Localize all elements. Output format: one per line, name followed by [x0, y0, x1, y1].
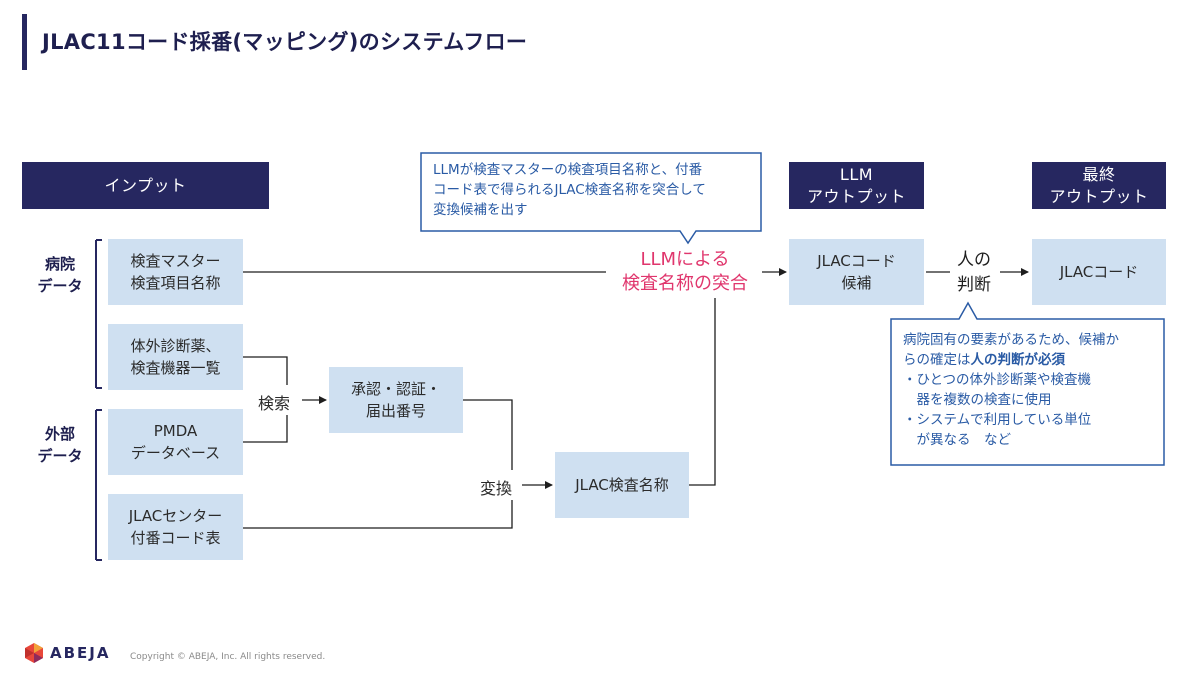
- pmda-to-search-line: [243, 415, 288, 443]
- label-convert: 変換: [480, 479, 513, 498]
- box-ivd-device-list: 体外診断薬、 検査機器一覧: [108, 324, 243, 390]
- header-final-output: 最終 アウトプット: [1032, 162, 1166, 209]
- copyright-text: Copyright © ABEJA, Inc. All rights reser…: [130, 652, 326, 662]
- ivd-to-search-line: [243, 356, 288, 385]
- abeja-logo: ABEJA: [24, 642, 110, 664]
- callout-right-bubble: [890, 301, 1165, 466]
- brand-name: ABEJA: [50, 644, 111, 662]
- box-jlac-code-candidate: JLACコード 候補: [789, 239, 924, 305]
- name-to-match-line: [689, 298, 716, 486]
- box-approval-number: 承認・認証・ 届出番号: [329, 367, 463, 433]
- callout-top-text: LLMが検査マスターの検査項目名称と、付番 コード表で得られるJLAC検査名称を…: [433, 162, 706, 218]
- group-label-hospital: 病院 データ: [37, 255, 83, 295]
- box-pmda-database: PMDA データベース: [108, 409, 243, 475]
- label-search: 検索: [258, 394, 291, 413]
- header-llm-output: LLM アウトプット: [789, 162, 924, 209]
- box-jlac-inspection-name: JLAC検査名称: [555, 452, 689, 518]
- header-input: インプット: [22, 162, 269, 209]
- abeja-hex-icon: [25, 643, 43, 663]
- page-title: JLAC11コード採番(マッピング)のシステムフロー: [42, 30, 528, 54]
- group-label-external: 外部 データ: [37, 425, 83, 465]
- box-jlac-center-table: JLACセンター 付番コード表: [108, 494, 243, 560]
- center-to-convert-line: [243, 500, 513, 529]
- approval-to-convert-line: [463, 399, 513, 470]
- label-human-judgement: 人の 判断: [957, 250, 991, 295]
- box-inspection-master: 検査マスター 検査項目名称: [108, 239, 243, 305]
- box-jlac-code-final: JLACコード: [1032, 239, 1166, 305]
- callout-top-bubble: [420, 152, 762, 245]
- title-accent-bar: [22, 14, 27, 70]
- label-llm-match: LLMによる 検査名称の突合: [622, 249, 748, 294]
- callout-right-text: 病院固有の要素があるため、候補か らの確定は人の判断が必須 ・ひとつの体外診断薬…: [903, 332, 1119, 448]
